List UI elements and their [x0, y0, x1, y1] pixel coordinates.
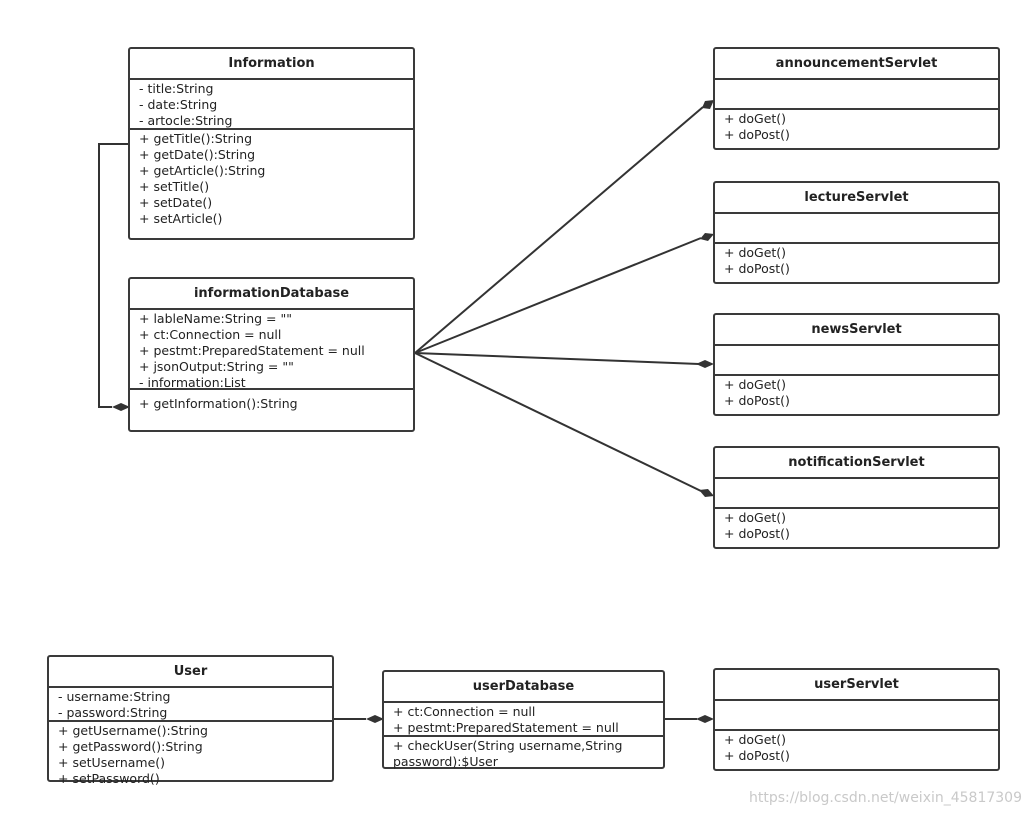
- operation: + setTitle(): [139, 179, 210, 194]
- operation: + setDate(): [139, 195, 213, 210]
- composition-line-announcement: [414, 106, 704, 354]
- operations: + doGet() + doPost(): [715, 110, 998, 144]
- attribute: + lableName:String = "": [139, 311, 292, 326]
- class-lecture-servlet[interactable]: lectureServlet + doGet() + doPost(): [713, 181, 1000, 284]
- operation: + setPassword(): [58, 771, 160, 786]
- class-user-database[interactable]: userDatabase + ct:Connection = null + pe…: [382, 670, 665, 769]
- operation: + doGet(): [724, 510, 787, 525]
- operation: + getTitle():String: [139, 131, 253, 146]
- attributes: [715, 479, 998, 509]
- operation: + doPost(): [724, 748, 790, 763]
- class-user-servlet[interactable]: userServlet + doGet() + doPost(): [713, 668, 1000, 771]
- diamond-news: [696, 360, 714, 368]
- operations: + doGet() + doPost(): [715, 731, 998, 765]
- class-information[interactable]: Information - title:String - date:String…: [128, 47, 415, 240]
- attribute: - username:String: [58, 689, 171, 704]
- diamond-lecture: [700, 233, 714, 241]
- watermark-text: https://blog.csdn.net/weixin_45817309: [748, 790, 1022, 806]
- class-name: userServlet: [715, 670, 998, 701]
- class-information-database[interactable]: informationDatabase + lableName:String =…: [128, 277, 415, 432]
- operation: + checkUser(String username,String passw…: [393, 738, 623, 769]
- attribute: - artocle:String: [139, 113, 233, 128]
- operation: + doPost(): [724, 127, 790, 142]
- attribute: - password:String: [58, 705, 168, 720]
- composition-line-notification: [414, 352, 702, 492]
- diamond-user: [366, 715, 384, 723]
- class-name: userDatabase: [384, 672, 663, 703]
- attributes: [715, 346, 998, 376]
- operation: + doGet(): [724, 245, 787, 260]
- operations: + getUsername():String + getPassword():S…: [49, 722, 332, 788]
- operation: + getUsername():String: [58, 723, 208, 738]
- operation: + doGet(): [724, 111, 787, 126]
- operation: + doGet(): [724, 732, 787, 747]
- class-name: Information: [130, 49, 413, 80]
- diamond-announcement: [702, 100, 714, 109]
- attribute: + pestmt:PreparedStatement = null: [139, 343, 365, 358]
- operations: + doGet() + doPost(): [715, 244, 998, 278]
- attribute: - title:String: [139, 81, 214, 96]
- operation: + getInformation():String: [139, 396, 298, 411]
- composition-line-news: [414, 352, 700, 365]
- class-name: User: [49, 657, 332, 688]
- attribute: - information:List: [139, 375, 246, 390]
- class-name: announcementServlet: [715, 49, 998, 80]
- attribute: + jsonOutput:String = "": [139, 359, 294, 374]
- attribute: - date:String: [139, 97, 218, 112]
- composition-line-information: [98, 143, 130, 408]
- attributes: [715, 80, 998, 110]
- attributes: [715, 214, 998, 244]
- operation: + getDate():String: [139, 147, 256, 162]
- operations: + getTitle():String + getDate():String +…: [130, 130, 413, 228]
- operations: + doGet() + doPost(): [715, 509, 998, 543]
- diamond-notification: [699, 489, 714, 497]
- class-name: notificationServlet: [715, 448, 998, 479]
- composition-line-lecture: [414, 237, 702, 354]
- attribute: + ct:Connection = null: [393, 704, 536, 719]
- class-name: informationDatabase: [130, 279, 413, 310]
- operations: + checkUser(String username,String passw…: [384, 737, 663, 771]
- attributes: + ct:Connection = null + pestmt:Prepared…: [384, 703, 663, 737]
- class-news-servlet[interactable]: newsServlet + doGet() + doPost(): [713, 313, 1000, 416]
- attributes: - title:String - date:String - artocle:S…: [130, 80, 413, 130]
- operation: + getArticle():String: [139, 163, 266, 178]
- operation: + doGet(): [724, 377, 787, 392]
- operation: + setUsername(): [58, 755, 166, 770]
- operation: + doPost(): [724, 261, 790, 276]
- class-announcement-servlet[interactable]: announcementServlet + doGet() + doPost(): [713, 47, 1000, 150]
- diamond-information: [112, 403, 130, 411]
- class-name: newsServlet: [715, 315, 998, 346]
- operation: + setArticle(): [139, 211, 223, 226]
- operation: + doPost(): [724, 393, 790, 408]
- diamond-user-servlet: [696, 715, 714, 723]
- attribute: + ct:Connection = null: [139, 327, 282, 342]
- class-notification-servlet[interactable]: notificationServlet + doGet() + doPost(): [713, 446, 1000, 549]
- attributes: + lableName:String = "" + ct:Connection …: [130, 310, 413, 390]
- operation: + getPassword():String: [58, 739, 203, 754]
- attribute: + pestmt:PreparedStatement = null: [393, 720, 619, 735]
- class-user[interactable]: User - username:String - password:String…: [47, 655, 334, 786]
- class-name: lectureServlet: [715, 183, 998, 214]
- operations: + getInformation():String: [130, 390, 413, 413]
- attributes: [715, 701, 998, 731]
- attributes: - username:String - password:String: [49, 688, 332, 722]
- operations: + doGet() + doPost(): [715, 376, 998, 410]
- operation: + doPost(): [724, 526, 790, 541]
